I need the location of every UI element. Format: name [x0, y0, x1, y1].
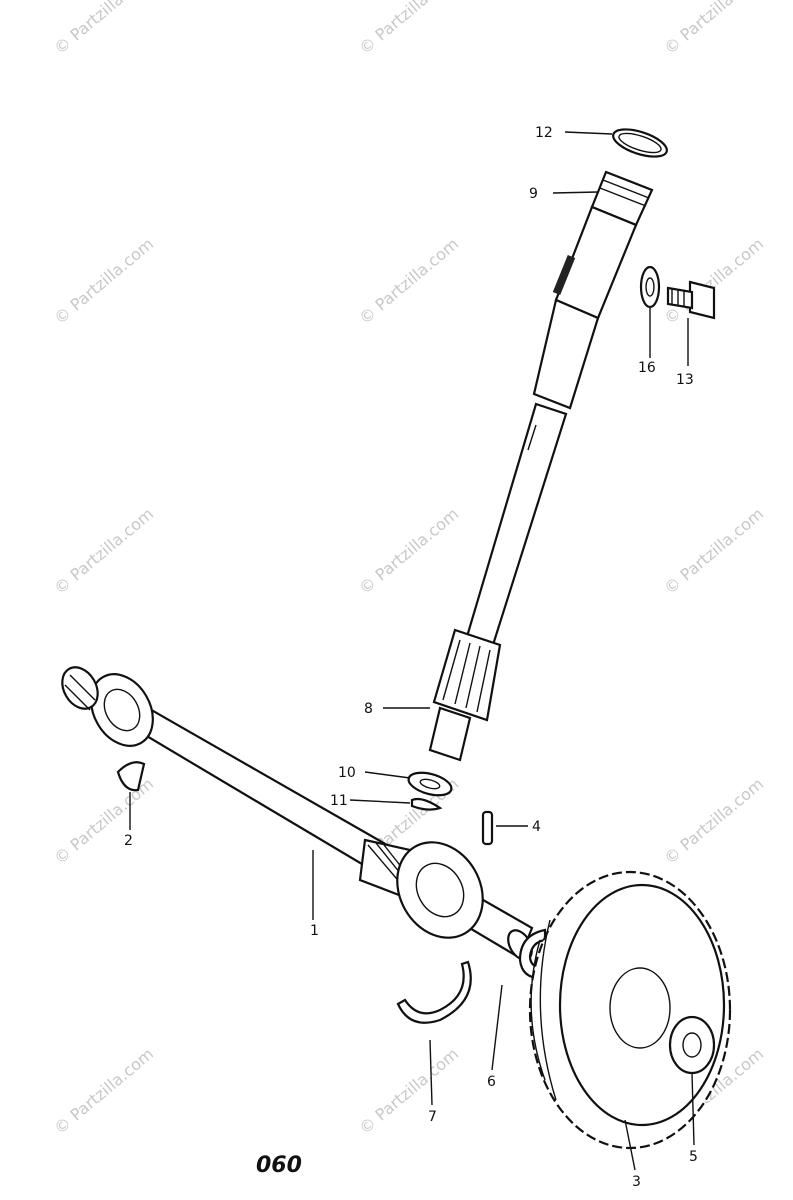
- watermark: © Partzilla.com: [50, 774, 157, 868]
- watermark: © Partzilla.com: [660, 0, 767, 58]
- part-4-pin: [481, 810, 494, 846]
- watermark: © Partzilla.com: [355, 234, 462, 328]
- callout-13: 13: [676, 372, 694, 388]
- callout-9: 9: [529, 186, 538, 202]
- part-16-washer: [639, 265, 661, 309]
- part-11-e-clip: [410, 797, 443, 811]
- callout-16: 16: [638, 360, 656, 376]
- watermark: © Partzilla.com: [50, 1044, 157, 1138]
- callout-10: 10: [338, 765, 356, 781]
- part-10-washer: [407, 771, 453, 797]
- callout-11: 11: [330, 793, 348, 809]
- watermark: © Partzilla.com: [355, 504, 462, 598]
- diagram-code: 060: [256, 1153, 302, 1178]
- callout-7: 7: [428, 1109, 437, 1125]
- callout-4: 4: [532, 819, 541, 835]
- callout-6: 6: [487, 1074, 496, 1090]
- part-5-washer: [668, 1015, 716, 1075]
- part-12-o-ring: [612, 128, 668, 158]
- part-3-gear: [528, 870, 732, 1150]
- callout-8: 8: [364, 701, 373, 717]
- watermark: © Partzilla.com: [355, 1044, 462, 1138]
- part-8-pinion-shaft: [428, 402, 568, 762]
- callout-12: 12: [535, 125, 553, 141]
- callout-labels: 12 9 16 13 8 10 11 2 4 1 6 7 3 5: [124, 125, 698, 1190]
- part-2-key: [116, 761, 146, 792]
- part-13-bolt: [666, 280, 716, 320]
- watermark: © Partzilla.com: [50, 234, 157, 328]
- part-7-retaining-ring: [396, 960, 472, 1024]
- callout-1: 1: [310, 923, 319, 939]
- leader-lines: [129, 131, 695, 1171]
- part-1-main-shaft: [61, 666, 534, 961]
- callout-2: 2: [124, 833, 133, 849]
- part-9-sleeve: [532, 170, 654, 410]
- watermark: © Partzilla.com: [50, 504, 157, 598]
- callout-5: 5: [689, 1149, 698, 1165]
- watermark: © Partzilla.com: [355, 0, 462, 58]
- watermark: © Partzilla.com: [50, 0, 157, 58]
- callout-3: 3: [632, 1174, 641, 1190]
- watermark: © Partzilla.com: [660, 504, 767, 598]
- watermark: © Partzilla.com: [660, 774, 767, 868]
